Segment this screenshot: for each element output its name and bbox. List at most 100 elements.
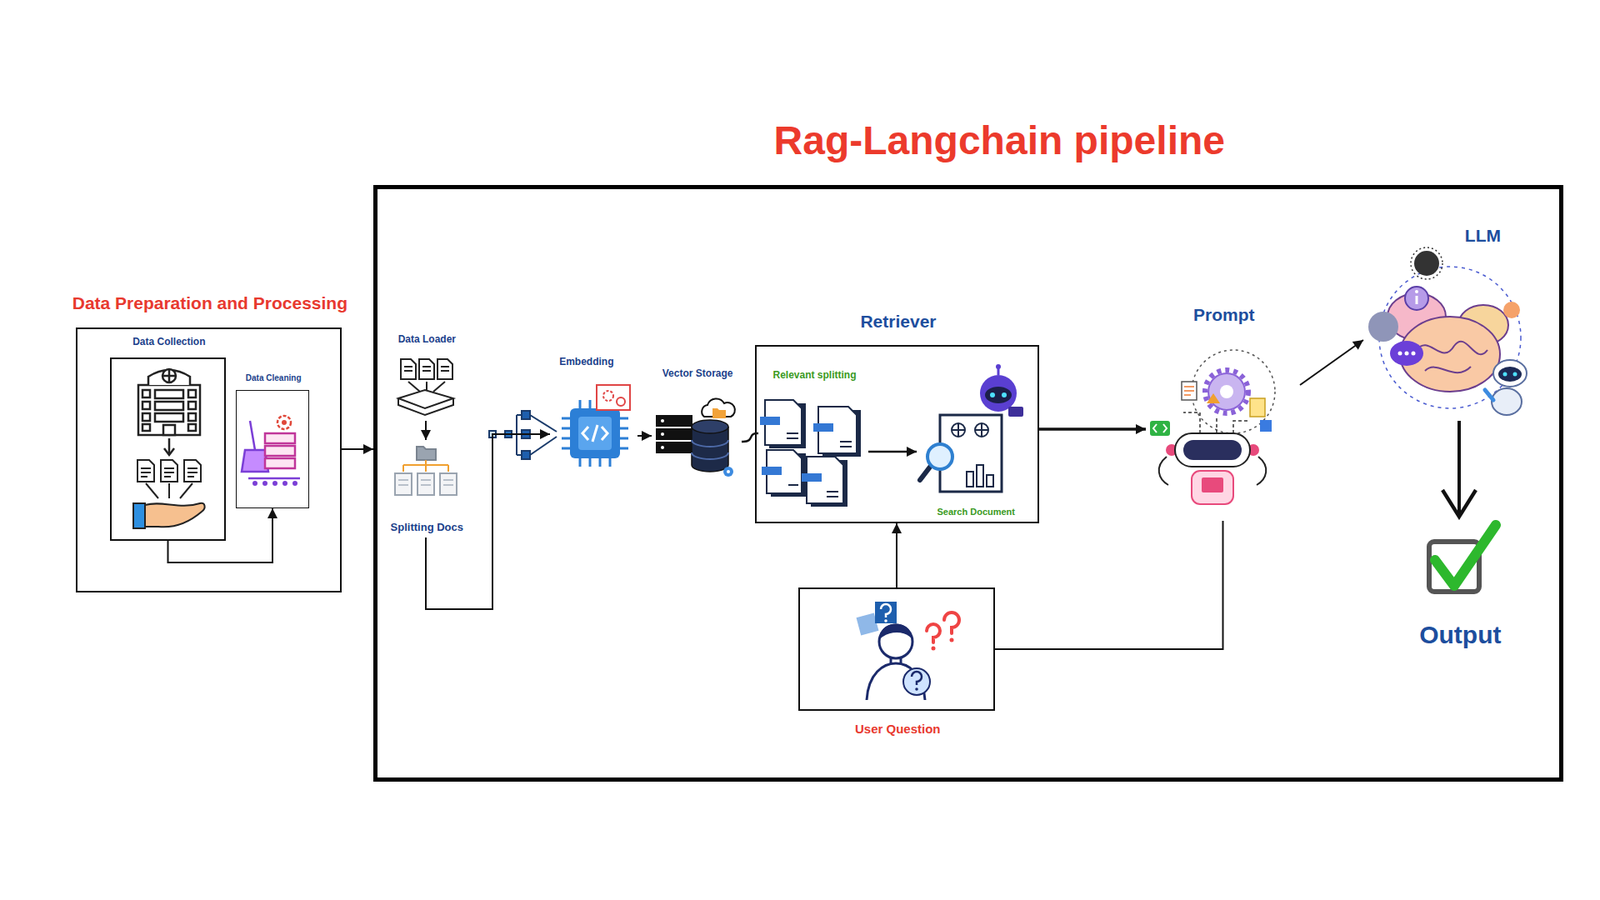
user-icon: [903, 668, 930, 695]
user-icon: [884, 619, 888, 623]
check-icon: [1435, 525, 1496, 586]
step-label: Vector Storage: [661, 368, 735, 380]
document-stack-icon: [801, 473, 822, 482]
prompt-robot-icon: [1181, 381, 1197, 400]
label-slot: Output: [1418, 620, 1503, 650]
llm-brain-icon: [1400, 316, 1500, 392]
check-icon: [1429, 525, 1496, 592]
icon-node: Data Loader: [391, 329, 460, 421]
pipeline-title: Rag-Langchain pipeline: [772, 117, 1226, 164]
chip-icon: [561, 385, 630, 467]
output-label: Output: [1418, 620, 1503, 650]
database-building-icon: [155, 401, 184, 410]
step-label: Search Document: [935, 506, 1016, 518]
process-box: Data Cleaning: [235, 390, 310, 509]
llm-brain-icon: [1379, 266, 1521, 409]
stage-heading: Retriever: [859, 311, 938, 332]
cleaning-icon: [241, 415, 300, 486]
loader-icon: [404, 366, 450, 371]
prompt-robot-icon: [1206, 393, 1220, 404]
step-label: Relevant splitting: [771, 370, 858, 382]
connector: [895, 523, 898, 588]
llm-brain-icon: [1485, 390, 1494, 400]
down-arrow-icon: [164, 438, 175, 455]
prompt-robot-icon: [1208, 373, 1245, 410]
pipeline-frame: Data LoaderSplitting DocsEmbeddingVector…: [373, 185, 1564, 782]
down-arrow-icon: [164, 448, 175, 455]
llm-brain-icon: [1405, 351, 1410, 356]
label-slot: Relevant splitting: [771, 370, 858, 382]
llm-brain-icon: [1503, 372, 1508, 377]
network-icon: [521, 410, 530, 420]
storage-icon: [655, 441, 693, 454]
database-building-icon: [142, 401, 150, 410]
database-building-icon: [148, 370, 190, 385]
chip-icon: [616, 397, 625, 406]
loader-icon: [398, 390, 454, 409]
llm-brain-icon: [1368, 247, 1527, 415]
prompt-robot-icon: [1175, 433, 1250, 467]
icon-node: Search Document: [916, 365, 1034, 520]
database-building-icon: [162, 369, 176, 383]
robot-icon: [997, 368, 1000, 375]
loader-icon: [398, 398, 454, 415]
loader-icon: [437, 359, 453, 380]
label-slot: LLM: [1463, 225, 1502, 246]
database-building-icon: [142, 424, 150, 431]
chip-icon: [596, 385, 630, 410]
llm-brain-icon: [1491, 388, 1522, 415]
cleaning-icon: [272, 480, 278, 486]
llm-brain-icon: [1390, 340, 1424, 366]
search-document-icon: [951, 423, 989, 437]
llm-brain-icon: [1498, 366, 1522, 382]
llm-brain-icon: [1405, 286, 1429, 310]
user-icon: [915, 687, 919, 691]
user-icon: [944, 612, 960, 634]
llm-brain-icon: [1416, 341, 1488, 373]
document-icons: [140, 468, 151, 477]
document-stack-icon: [813, 423, 834, 432]
database-building-icon: [188, 424, 196, 431]
icon-node: LLM: [1363, 223, 1535, 421]
database-building-icon: [138, 385, 200, 435]
connector: [868, 450, 917, 454]
prompt-robot-icon: [1250, 398, 1265, 417]
connector: [168, 508, 274, 563]
prompt-robot-icon: [1184, 386, 1195, 395]
database-building-icon: [155, 413, 184, 422]
label-slot: Data Collection: [131, 336, 207, 349]
prompt-robot-icon: [1150, 350, 1275, 505]
cleaning-icon: [262, 480, 268, 486]
hand-icon: [145, 503, 205, 528]
user-icon: [880, 604, 891, 618]
label-slot: Data Preparation and Processing: [70, 293, 349, 314]
cleaning-icon: [265, 445, 295, 456]
llm-brain-icon: [1493, 360, 1527, 387]
storage-icon: [660, 419, 665, 423]
stage-heading: LLM: [1463, 225, 1502, 246]
robot-icon: [1008, 406, 1024, 417]
splitting-icon: [416, 446, 436, 460]
user-icon: [856, 601, 960, 700]
robot-icon: [980, 375, 1017, 412]
llm-brain-icon: [1415, 290, 1419, 294]
document-icons: [137, 460, 155, 482]
input-box: User Question: [798, 587, 995, 711]
llm-brain-icon: [1398, 351, 1403, 356]
group-box: Data CollectionData CleaningData Prepara…: [75, 327, 342, 593]
label-slot: Data Loader: [396, 334, 457, 346]
icon-node: Splitting Docs: [385, 440, 467, 538]
connector: [341, 448, 374, 450]
prompt-robot-icon: [1220, 385, 1234, 399]
document-icons: [145, 483, 193, 499]
prompt-robot-icon: [1205, 370, 1249, 414]
loader-icon: [419, 359, 435, 380]
label-slot: User Question: [854, 721, 942, 736]
storage-icon: [660, 445, 665, 450]
storage-icon: [712, 408, 726, 419]
user-icon: [879, 624, 913, 641]
step-label: Splitting Docs: [389, 521, 465, 535]
document-stack-icon: [761, 466, 782, 475]
document-icons: [187, 468, 198, 477]
